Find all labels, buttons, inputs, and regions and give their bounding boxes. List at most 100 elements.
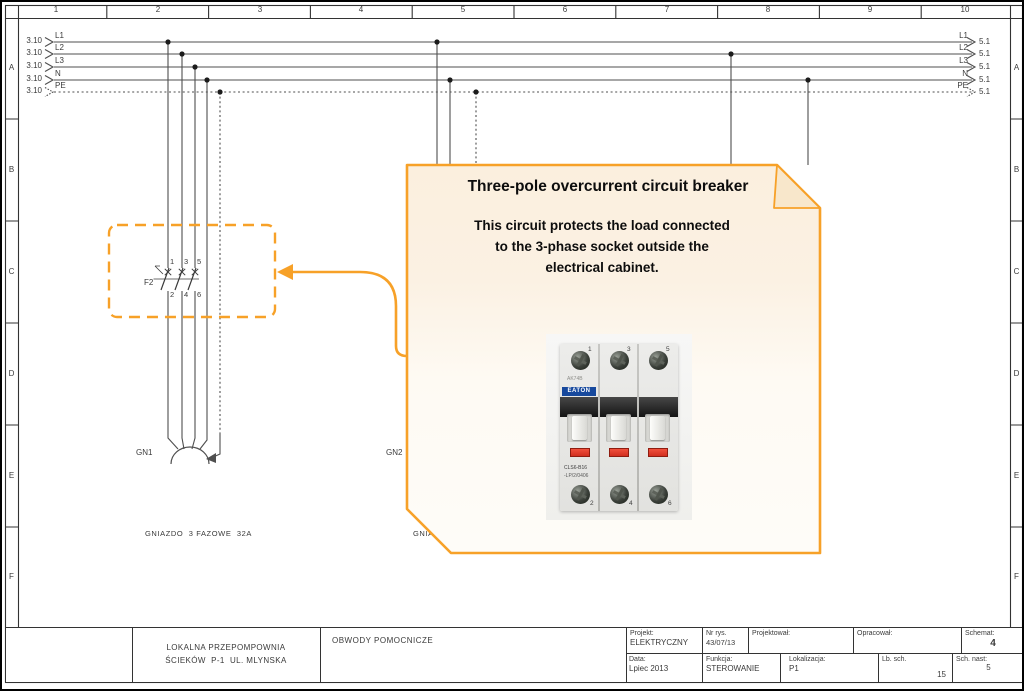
row-letter: C	[1013, 267, 1020, 276]
column-number: 4	[358, 5, 364, 14]
screw-terminal-icon	[609, 350, 629, 370]
sheet-ref-left: 3.10	[26, 86, 42, 95]
field-value	[854, 638, 961, 639]
field-value: 4	[990, 638, 996, 650]
screw-terminal-icon	[570, 350, 590, 370]
column-number: 5	[460, 5, 466, 14]
row-letter: A	[8, 63, 15, 72]
field-funkcja: Funkcja: STEROWANIE	[702, 653, 780, 682]
sheet-ref-right: 5.1	[979, 37, 991, 46]
field-projektowal: Projektował:	[748, 628, 853, 653]
photo-code-text: -LP/2/0406	[564, 473, 589, 479]
status-indicator-window	[569, 448, 590, 457]
socket-gn1-caption: GNIAZDO 3 FAZOWE 32A	[145, 529, 252, 538]
photo-terminal-number: 6	[668, 500, 672, 507]
field-value: ELEKTRYCZNY	[630, 638, 689, 648]
sheet-ref-left: 3.10	[26, 74, 42, 83]
callout-body-line: to the 3-phase socket outside the	[495, 239, 709, 254]
row-letter: D	[1013, 369, 1020, 378]
socket-gn1-symbol	[170, 446, 210, 465]
sheet-ref-right: 5.1	[979, 62, 991, 71]
screw-terminal-icon	[648, 350, 668, 370]
field-value: P1	[789, 664, 799, 674]
circuit2-3-wires	[436, 42, 809, 165]
photo-terminal-number: 1	[588, 346, 592, 353]
breaker-photo: 1 3 5 AK74B EATON CLS6-B16 -LP/2/0406	[546, 334, 692, 520]
row-letter: B	[1013, 165, 1020, 174]
wire-label-left: PE	[55, 81, 66, 90]
station-name: LOKALNA PRZEPOMPOWNIA ŚCIEKÓW P-1 UL. ML…	[132, 628, 320, 682]
row-letter: E	[8, 471, 15, 480]
screw-terminal-icon	[648, 484, 668, 504]
field-label: Opracował:	[857, 630, 893, 637]
field-label: Lokalizacja:	[789, 656, 826, 663]
field-label: Data:	[629, 656, 646, 663]
status-indicator-window	[608, 448, 629, 457]
row-letter: A	[1013, 63, 1020, 72]
field-schemat: Schemat: 4	[961, 628, 1022, 653]
field-label: Projektował:	[752, 630, 791, 637]
wire-label-left: L1	[55, 31, 64, 40]
field-label: Nr rys.	[706, 630, 727, 637]
column-number: 2	[155, 5, 161, 14]
photo-terminal-number: 3	[627, 346, 631, 353]
field-value	[749, 638, 853, 639]
column-number: 7	[664, 5, 670, 14]
wire-label-right: L1	[959, 31, 968, 40]
row-letter: C	[8, 267, 15, 276]
field-label: Funkcja:	[706, 656, 733, 663]
field-label: Projekt:	[630, 630, 654, 637]
photo-terminal-number: 5	[666, 346, 670, 353]
field-value: 5	[986, 663, 991, 673]
row-letter: F	[1014, 572, 1019, 581]
module-separator	[637, 344, 639, 511]
field-label: Schemat:	[965, 630, 995, 637]
screw-terminal-icon	[609, 484, 629, 504]
column-number: 10	[960, 5, 970, 14]
row-letter: B	[8, 165, 15, 174]
photo-model-text: CLS6-B16	[564, 465, 588, 471]
sheet-ref-left: 3.10	[26, 61, 42, 70]
column-number: 6	[562, 5, 568, 14]
field-nr-rys: Nr rys. 43/07/13	[702, 628, 748, 653]
terminal-number: 6	[197, 290, 202, 299]
status-indicator-window	[647, 448, 668, 457]
terminal-number: 2	[170, 290, 175, 299]
toggle-lever	[606, 414, 631, 442]
title-block-fields: Projekt: ELEKTRYCZNY Nr rys. 43/07/13 Pr…	[626, 628, 1022, 682]
brand-logo: EATON	[562, 387, 596, 396]
title-block-divider	[626, 628, 627, 682]
callout-title: Three-pole overcurrent circuit breaker	[467, 178, 749, 195]
field-label: Lb. sch.	[882, 656, 907, 663]
pe-arrow	[206, 453, 216, 463]
sheet-ref-right: 5.1	[979, 75, 991, 84]
row-letter: E	[1013, 471, 1020, 480]
wire-label-left: N	[55, 69, 61, 78]
callout-body-line: This circuit protects the load connected	[474, 218, 730, 233]
callout-body-line: electrical cabinet.	[545, 260, 659, 275]
terminal-number: 1	[170, 257, 175, 266]
wire-label-right: PE	[957, 81, 968, 90]
screw-terminal-icon	[570, 484, 590, 504]
field-opracowal: Opracował:	[853, 628, 961, 653]
title-block: LOKALNA PRZEPOMPOWNIA ŚCIEKÓW P-1 UL. ML…	[5, 627, 1022, 683]
drawing-frame	[4, 4, 1022, 684]
field-lb-sch: Lb. sch. 15	[878, 653, 952, 682]
sheet-ref-left: 3.10	[26, 36, 42, 45]
field-value: 15	[937, 670, 946, 680]
wire-label-right: L2	[959, 43, 968, 52]
socket-gn1-label: GN1	[136, 448, 153, 457]
field-lokalizacja: Lokalizacja: P1	[780, 653, 878, 682]
column-number: 9	[867, 5, 873, 14]
column-number: 1	[53, 5, 59, 14]
station-name-line1: LOKALNA PRZEPOMPOWNIA	[166, 643, 286, 653]
toggle-lever	[645, 414, 670, 442]
photo-terminal-number: 4	[629, 500, 633, 507]
toggle-lever	[567, 414, 592, 442]
terminal-number: 5	[197, 257, 202, 266]
field-value: STEROWANIE	[706, 664, 760, 674]
title-block-divider	[132, 628, 133, 682]
title-block-divider	[320, 628, 321, 682]
socket-gn2-caption-clipped: GNIA	[413, 529, 434, 538]
